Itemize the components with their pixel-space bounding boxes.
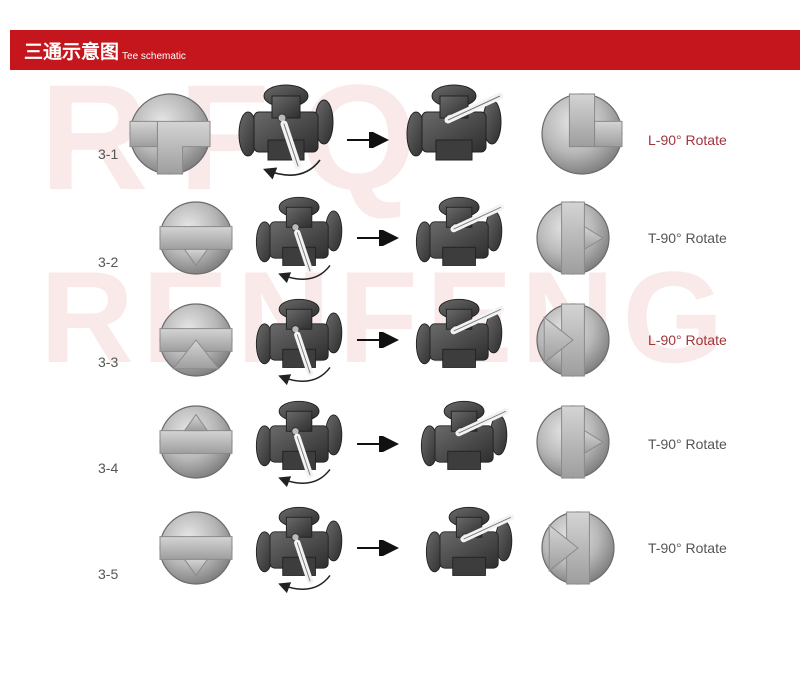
port-diagram-after [540, 510, 616, 590]
row-label: 3-4 [98, 460, 119, 476]
right-arrow-icon [355, 228, 405, 250]
port-diagram-before [158, 510, 234, 590]
port-diagram-after [535, 302, 611, 382]
valve-illustration-after [410, 292, 510, 396]
rotate-label: T-90° Rotate [648, 230, 727, 246]
right-arrow-icon [355, 434, 405, 456]
title-english: Tee schematic [122, 51, 186, 62]
rotate-label: L-90° Rotate [648, 332, 727, 348]
valve-illustration-before [232, 82, 342, 186]
port-diagram-before [128, 92, 212, 180]
rotate-label: T-90° Rotate [648, 436, 727, 452]
port-diagram-before [158, 302, 234, 382]
rotate-label: T-90° Rotate [648, 540, 727, 556]
schematic-row-3-5: 3-5 T-90° Rotate [0, 506, 800, 606]
header-banner: 三通示意图 Tee schematic [10, 30, 800, 70]
port-diagram-before [158, 200, 234, 280]
row-label: 3-1 [98, 146, 119, 162]
valve-illustration-after [415, 394, 515, 498]
schematic-row-3-1: 3-1 L-90° Rotate [0, 84, 800, 188]
rotate-label: L-90° Rotate [648, 132, 727, 148]
title-chinese: 三通示意图 [24, 41, 120, 63]
schematic-row-3-2: 3-2 T-90° Rotate [0, 196, 800, 296]
right-arrow-icon [355, 330, 405, 352]
valve-illustration-before [250, 394, 350, 498]
valve-illustration-after [400, 82, 510, 186]
port-diagram-after [540, 92, 624, 180]
schematic-row-3-3: 3-3 L-90° Rotate [0, 298, 800, 398]
valve-illustration-before [250, 500, 350, 604]
valve-illustration-after [410, 190, 510, 294]
right-arrow-icon [345, 130, 395, 152]
valve-illustration-after [420, 500, 520, 604]
right-arrow-icon [355, 538, 405, 560]
port-diagram-after [535, 404, 611, 484]
port-diagram-after [535, 200, 611, 280]
row-label: 3-2 [98, 254, 119, 270]
valve-illustration-before [250, 292, 350, 396]
schematic-row-3-4: 3-4 T-90° Rotate [0, 400, 800, 500]
port-diagram-before [158, 404, 234, 484]
valve-illustration-before [250, 190, 350, 294]
row-label: 3-3 [98, 354, 119, 370]
row-label: 3-5 [98, 566, 119, 582]
